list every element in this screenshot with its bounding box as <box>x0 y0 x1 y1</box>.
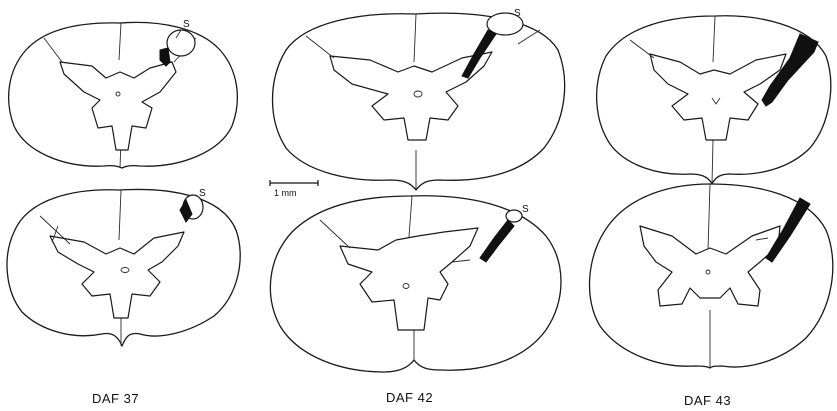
section-daf42-upper: S <box>273 8 565 190</box>
marker-s: S <box>514 8 521 19</box>
section-daf43-lower <box>590 184 833 368</box>
lesion-track <box>160 48 170 66</box>
marker-s: S <box>199 188 206 199</box>
case-label-daf37: DAF 37 <box>92 391 139 406</box>
section-daf43-upper <box>597 16 831 184</box>
implant-site-s <box>167 30 195 56</box>
section-daf42-lower: S <box>270 196 561 372</box>
case-label-daf43: DAF 43 <box>684 393 731 408</box>
scale-bar: 1 mm <box>270 180 318 198</box>
section-daf37-upper: S <box>9 19 238 168</box>
grey-matter <box>50 232 184 318</box>
case-label-daf42: DAF 42 <box>386 390 433 405</box>
lesion-track <box>480 220 514 262</box>
marker-s: S <box>183 19 190 30</box>
section-daf37-lower: S <box>7 188 240 346</box>
grey-matter <box>640 226 780 306</box>
scale-bar-label: 1 mm <box>274 188 297 198</box>
grey-matter <box>340 228 478 330</box>
marker-s: S <box>522 204 529 215</box>
grey-matter <box>60 62 176 150</box>
